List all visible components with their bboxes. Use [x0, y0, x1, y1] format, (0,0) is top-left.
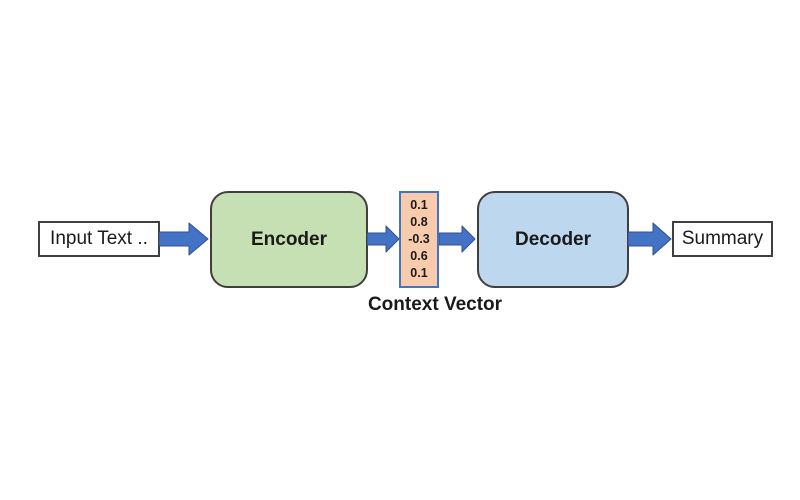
arrow-encoder-to-vector-icon [367, 225, 400, 253]
vector-value: 0.6 [410, 249, 428, 263]
vector-value: 0.8 [410, 215, 428, 229]
encoder-label: Encoder [250, 228, 328, 250]
vector-value: 0.1 [410, 266, 428, 280]
summary-label: Summary [681, 228, 764, 249]
arrow-input-to-encoder-icon [159, 222, 209, 256]
vector-value: 0.1 [410, 198, 428, 212]
vector-value: -0.3 [408, 232, 430, 246]
context-vector-box: 0.1 0.8 -0.3 0.6 0.1 [399, 191, 439, 288]
arrow-decoder-to-summary-icon [628, 222, 672, 256]
decoder-label: Decoder [514, 228, 592, 250]
summary-box: Summary [672, 221, 773, 257]
arrow-vector-to-decoder-icon [439, 225, 476, 253]
decoder-box: Decoder [477, 191, 629, 288]
input-text-label: Input Text .. [50, 228, 148, 249]
context-vector-caption: Context Vector [367, 294, 503, 315]
input-text-box: Input Text .. [38, 221, 160, 257]
encoder-box: Encoder [210, 191, 368, 288]
